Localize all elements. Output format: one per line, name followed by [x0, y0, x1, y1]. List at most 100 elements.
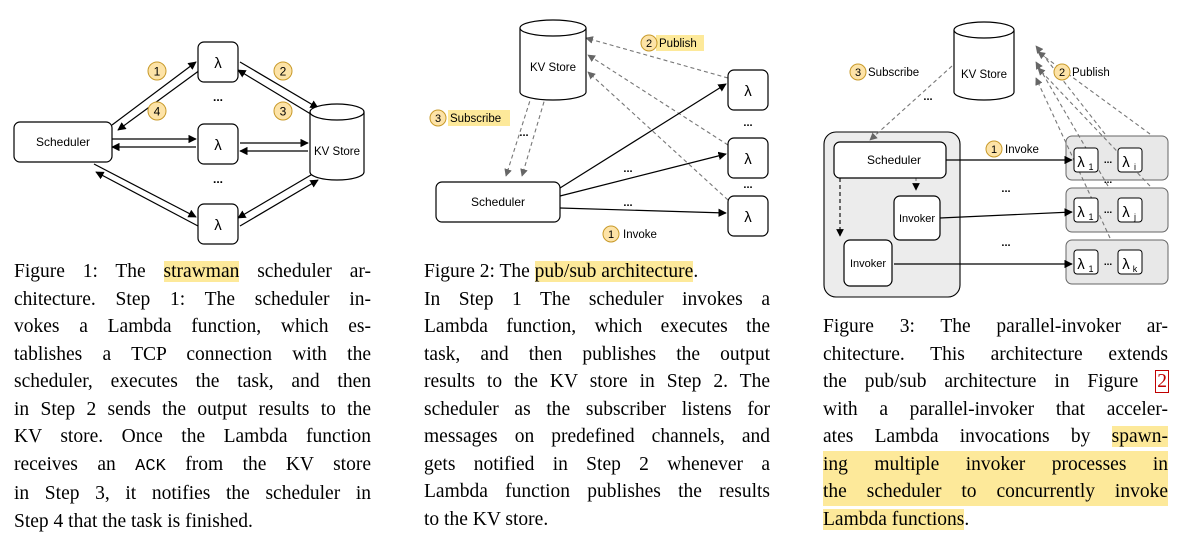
svg-text:1: 1: [608, 229, 614, 241]
caption-line: results to the KV store in Step 2. The: [424, 371, 770, 392]
lambda-node: λ j: [1117, 197, 1143, 223]
svg-text:Invoke: Invoke: [1005, 144, 1039, 156]
scheduler-box: [13, 121, 113, 163]
svg-text:λ: λ: [1077, 256, 1085, 273]
highlight: strawman: [163, 261, 240, 282]
caption-line: in Step 3, it notifies the scheduler in: [14, 483, 371, 504]
svg-text:1: 1: [1088, 264, 1093, 274]
invoke-label: 1 Invoke: [985, 140, 1039, 158]
caption-line: task, and then publishes the output: [424, 343, 770, 365]
svg-text:2: 2: [280, 65, 287, 79]
caption-line: vokes a Lambda function, which es-: [14, 316, 371, 337]
svg-text:λ: λ: [214, 217, 222, 234]
subscribe-label: 3 Subscribe: [849, 63, 919, 81]
ellipsis: ...: [1001, 183, 1010, 195]
publish-label: 2 Publish: [640, 34, 704, 52]
svg-text:KV Store: KV Store: [530, 62, 576, 74]
ellipsis: ...: [743, 117, 752, 129]
figure-reference-link[interactable]: 2: [1155, 370, 1169, 393]
caption-line: receives an ACK from the KV store: [14, 453, 371, 476]
caption-line: In Step 1 The scheduler invokes a: [424, 288, 770, 310]
step-badge: 3: [273, 101, 293, 121]
scheduler-box: [833, 141, 947, 179]
lambda-node: λ: [727, 137, 769, 179]
svg-text:1: 1: [154, 65, 161, 79]
svg-text:1: 1: [1088, 212, 1093, 222]
highlight: Lambda functions: [823, 508, 965, 530]
ellipsis: ...: [1104, 205, 1113, 216]
caption-line: ing multiple invoker processes in: [823, 450, 1168, 478]
figure-2-diagram: KV Store Scheduler λ λ λ ... ... ... ...…: [429, 19, 769, 243]
scheduler-label: Scheduler: [36, 135, 90, 149]
figure-1-diagram: Scheduler λ λ λ ... ... KV Store 1 2 3 4: [13, 41, 365, 245]
caption-line: the pub/sub architecture in Figure 2: [823, 370, 1169, 393]
ellipsis: ...: [213, 172, 223, 186]
figure-1-caption: Figure 1: The strawman scheduler ar- chi…: [14, 258, 371, 535]
svg-text:i: i: [1134, 162, 1136, 172]
svg-text:λ: λ: [1122, 154, 1130, 171]
lambda-node: λ k: [1117, 249, 1143, 275]
caption-line: scheduler as the subscriber listens for: [424, 398, 770, 420]
lambda-node: λ 1: [1073, 147, 1099, 173]
lambda-node: λ i: [1117, 147, 1143, 173]
kv-store-cylinder: KV Store: [953, 21, 1015, 101]
svg-text:λ: λ: [744, 83, 752, 100]
ellipsis: ...: [1104, 155, 1113, 166]
scheduler-label: Scheduler: [471, 195, 525, 209]
svg-text:3: 3: [855, 67, 861, 79]
svg-text:Subscribe: Subscribe: [868, 67, 919, 79]
highlight: pub/sub architecture: [534, 261, 694, 282]
svg-text:2: 2: [646, 38, 652, 50]
svg-text:Invoker: Invoker: [850, 258, 886, 270]
caption-line: Figure 3: The parallel-invoker ar-: [823, 316, 1168, 337]
svg-text:λ: λ: [1077, 204, 1085, 221]
svg-text:3: 3: [435, 113, 441, 125]
lambda-node: λ: [197, 123, 239, 165]
invoker-box: Invoker: [893, 195, 941, 241]
highlight: spawn-: [1111, 426, 1168, 447]
step-badge: 1: [147, 61, 167, 81]
caption-line: Figure 2: The pub/sub architecture.: [424, 261, 699, 282]
caption-line: with a parallel-invoker that acceler-: [823, 398, 1168, 420]
svg-text:3: 3: [280, 105, 287, 119]
lambda-node: λ: [197, 41, 239, 83]
caption-line: gets notified in Step 2 whenever a: [424, 453, 770, 475]
lambda-node: λ 1: [1073, 197, 1099, 223]
scheduler-label: Scheduler: [867, 153, 921, 167]
figure-3-caption: Figure 3: The parallel-invoker ar- chite…: [823, 313, 1169, 533]
svg-text:k: k: [1133, 264, 1138, 274]
svg-text:KV Store: KV Store: [314, 146, 360, 158]
svg-text:Publish: Publish: [659, 38, 697, 50]
figure-3-diagram: KV Store Scheduler Invoker Invoker λ 1 .…: [823, 21, 1169, 298]
svg-text:Invoker: Invoker: [899, 213, 935, 225]
figure-2-caption: Figure 2: The pub/sub architecture. In S…: [424, 258, 770, 533]
svg-text:λ: λ: [214, 55, 222, 72]
svg-text:Invoke: Invoke: [623, 229, 657, 241]
svg-text:λ: λ: [744, 209, 752, 226]
caption-line: messages on predefined channels, and: [424, 426, 770, 447]
ellipsis: ...: [623, 197, 632, 209]
caption-line: chitecture. Step 1: The scheduler in-: [14, 288, 371, 310]
caption-line: scheduler, executes the task, and then: [14, 371, 371, 392]
ellipsis: ...: [1104, 257, 1113, 268]
ack-code: ACK: [135, 456, 166, 476]
lambda-node: λ 1: [1073, 249, 1099, 275]
scheduler-box: [435, 181, 561, 223]
caption-line: in Step 2 sends the output results to th…: [14, 398, 371, 420]
caption-line: chitecture. This architecture extends: [823, 343, 1168, 365]
ellipsis: ...: [923, 91, 932, 103]
ellipsis: ...: [623, 163, 632, 175]
svg-text:λ: λ: [1122, 256, 1130, 273]
ellipsis: ...: [743, 179, 752, 191]
invoke-label: 1 Invoke: [602, 225, 657, 243]
ellipsis: ...: [213, 90, 223, 104]
svg-text:KV Store: KV Store: [961, 69, 1007, 81]
caption-line: ates Lambda invocations by spawn-: [823, 426, 1168, 447]
caption-line: Figure 1: The strawman scheduler ar-: [14, 261, 371, 282]
ellipsis: ...: [1104, 175, 1113, 186]
ellipsis: ...: [519, 127, 528, 139]
kv-store-cylinder: KV Store: [519, 19, 587, 101]
svg-text:2: 2: [1059, 67, 1065, 79]
lambda-node: λ: [727, 195, 769, 237]
svg-text:1: 1: [1088, 162, 1093, 172]
